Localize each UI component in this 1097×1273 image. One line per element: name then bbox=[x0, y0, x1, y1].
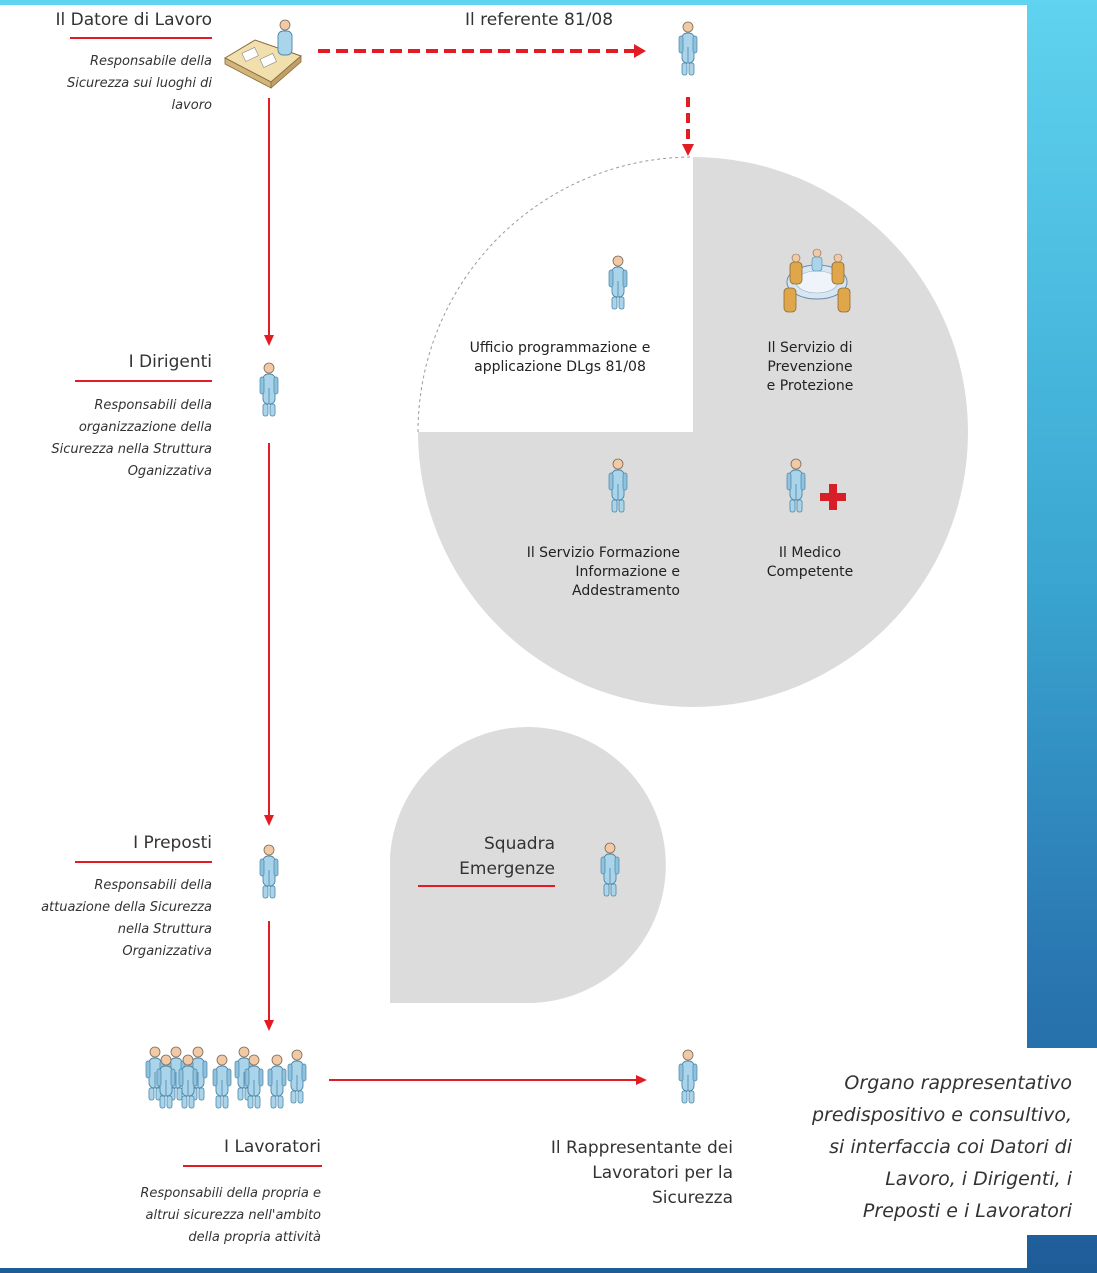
preposti-desc-line: nella Struttura bbox=[117, 922, 212, 937]
rls-title-line: Lavoratori per la bbox=[592, 1163, 733, 1183]
referente-person-icon bbox=[678, 21, 698, 76]
dirigenti-desc-line: Oganizzativa bbox=[127, 464, 212, 479]
formazione-label-line: Il Servizio Formazione bbox=[526, 545, 680, 561]
preposti-desc: Responsabili della attuazione della Sicu… bbox=[5, 875, 212, 963]
servizio-prevenzione-label: Il Servizio di Prevenzione e Protezione bbox=[740, 339, 880, 396]
medico-label: Il Medico Competente bbox=[750, 544, 870, 582]
preposti-underline bbox=[75, 861, 212, 863]
rls-note-line: Organo rappresentativo bbox=[844, 1072, 1072, 1094]
ufficio-label: Ufficio programmazione e applicazione DL… bbox=[440, 339, 680, 377]
datore-desc-line: Responsabile della bbox=[89, 54, 212, 69]
formazione-label-line: Addestramento bbox=[571, 583, 680, 599]
squadra-title: Squadra Emergenze bbox=[400, 832, 555, 882]
dirigenti-desc-line: Sicurezza nella Struttura bbox=[51, 442, 212, 457]
servizio-prevenzione-label-line: Prevenzione bbox=[767, 359, 853, 375]
squadra-title-line: Emergenze bbox=[459, 859, 555, 879]
flow-arrows bbox=[264, 44, 694, 1085]
squadra-shape bbox=[390, 727, 666, 1003]
meeting-table-icon bbox=[783, 248, 851, 313]
rls-title-line: Il Rappresentante dei bbox=[550, 1138, 733, 1158]
formazione-label: Il Servizio Formazione Informazione e Ad… bbox=[470, 544, 680, 601]
rls-title-line: Sicurezza bbox=[652, 1188, 733, 1208]
formazione-label-line: Informazione e bbox=[575, 564, 680, 580]
servizio-prevenzione-label-line: e Protezione bbox=[766, 378, 854, 394]
rls-person-icon bbox=[678, 1049, 698, 1104]
lavoratori-title: I Lavoratori bbox=[224, 1137, 321, 1157]
preposti-desc-line: Organizzativa bbox=[122, 944, 212, 959]
rls-note-line: Lavoro, i Dirigenti, i bbox=[885, 1168, 1072, 1190]
referente-title: Il referente 81/08 bbox=[465, 10, 614, 30]
preposti-desc-line: attuazione della Sicurezza bbox=[41, 900, 212, 915]
dirigenti-desc-line: organizzazione della bbox=[78, 420, 212, 435]
ufficio-label-line: applicazione DLgs 81/08 bbox=[474, 359, 646, 375]
ufficio-person-icon bbox=[608, 255, 628, 310]
servizio-prevenzione-label-line: Il Servizio di bbox=[767, 340, 853, 356]
preposti-desc-line: Responsabili della bbox=[94, 878, 212, 893]
squadra-underline bbox=[418, 885, 555, 887]
rls-note: Organo rappresentativo predispositivo e … bbox=[760, 1067, 1072, 1227]
lavoratori-desc-line: Responsabili della propria e bbox=[140, 1186, 321, 1201]
datore-desc-line: lavoro bbox=[171, 98, 212, 113]
rls-note-line: predispositivo e consultivo, bbox=[812, 1104, 1072, 1126]
rls-note-line: Preposti e i Lavoratori bbox=[862, 1200, 1072, 1222]
lavoratori-desc-line: della propria attività bbox=[188, 1230, 321, 1245]
preposti-person-icon bbox=[259, 844, 279, 899]
medico-label-line: Competente bbox=[766, 564, 854, 580]
medico-label-line: Il Medico bbox=[778, 545, 842, 561]
squadra-title-line: Squadra bbox=[484, 834, 555, 854]
services-circle bbox=[417, 156, 968, 707]
dirigenti-underline bbox=[75, 380, 212, 382]
group-people-icon bbox=[145, 1046, 307, 1109]
preposti-title: I Preposti bbox=[133, 833, 212, 853]
lavoratori-underline bbox=[183, 1165, 322, 1167]
datore-underline bbox=[70, 37, 212, 39]
dirigenti-desc-line: Responsabili della bbox=[94, 398, 212, 413]
datore-desc: Responsabile della Sicurezza sui luoghi … bbox=[20, 51, 212, 117]
rls-note-line: si interfaccia coi Datori di bbox=[829, 1136, 1072, 1158]
dirigenti-title: I Dirigenti bbox=[128, 352, 212, 372]
ufficio-label-line: Ufficio programmazione e bbox=[469, 340, 651, 356]
datore-desc-line: Sicurezza sui luoghi di bbox=[67, 76, 212, 91]
lavoratori-desc-line: altrui sicurezza nell'ambito bbox=[145, 1208, 321, 1223]
desk-worker-icon bbox=[223, 19, 302, 89]
background-notch bbox=[1027, 1048, 1097, 1235]
dirigenti-desc: Responsabili della organizzazione della … bbox=[10, 395, 212, 483]
dirigenti-person-icon bbox=[259, 362, 279, 417]
lavoratori-desc: Responsabili della propria e altrui sicu… bbox=[80, 1183, 321, 1249]
rls-title: Il Rappresentante dei Lavoratori per la … bbox=[490, 1136, 733, 1211]
datore-title: Il Datore di Lavoro bbox=[55, 10, 212, 30]
red-cross-icon bbox=[820, 484, 846, 510]
